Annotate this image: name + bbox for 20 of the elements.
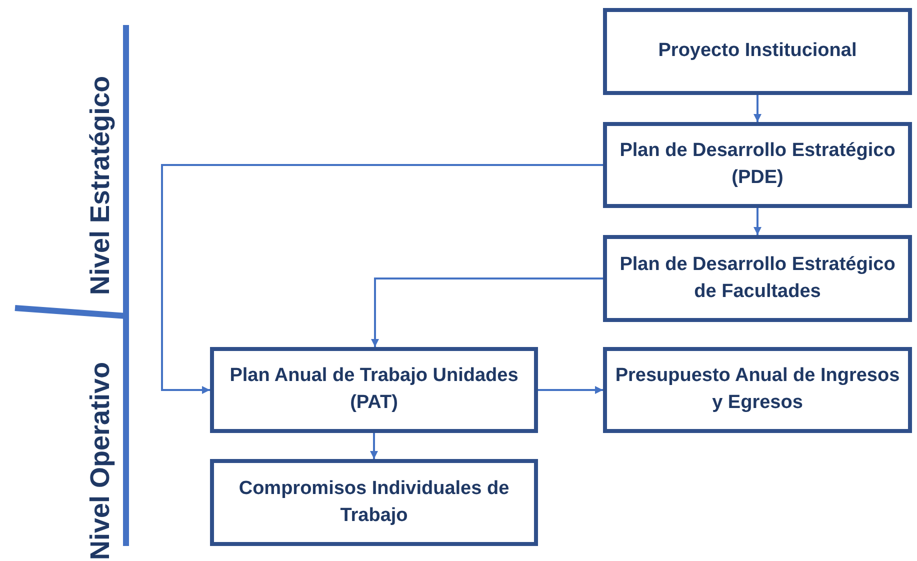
box-label: Plan Anual de Trabajo Unidades (PAT): [228, 364, 520, 415]
arrow: [161, 164, 603, 394]
box-label: Plan de Desarrollo Estratégico de Facultades: [618, 252, 896, 304]
box-label: Plan de Desarrollo Estratégico (PDE): [618, 139, 896, 190]
level-label: Nivel Estratégico: [85, 76, 116, 295]
arrow: [754, 208, 762, 235]
arrow: [371, 278, 603, 347]
process-box: [603, 122, 912, 208]
process-box: [603, 8, 912, 95]
arrow: [370, 433, 378, 459]
arrow: [538, 386, 603, 394]
box-label: Compromisos Individuales de Trabajo: [238, 476, 510, 528]
box-label: Presupuesto Anual de Ingresos y Egresos: [614, 364, 901, 415]
level-label: Nivel Operativo: [85, 362, 116, 560]
process-box: [210, 347, 538, 433]
process-box: [210, 459, 538, 546]
box-label: Proyecto Institucional: [657, 39, 858, 64]
arrow: [754, 95, 762, 122]
process-box: [603, 347, 912, 433]
process-box: [603, 235, 912, 322]
